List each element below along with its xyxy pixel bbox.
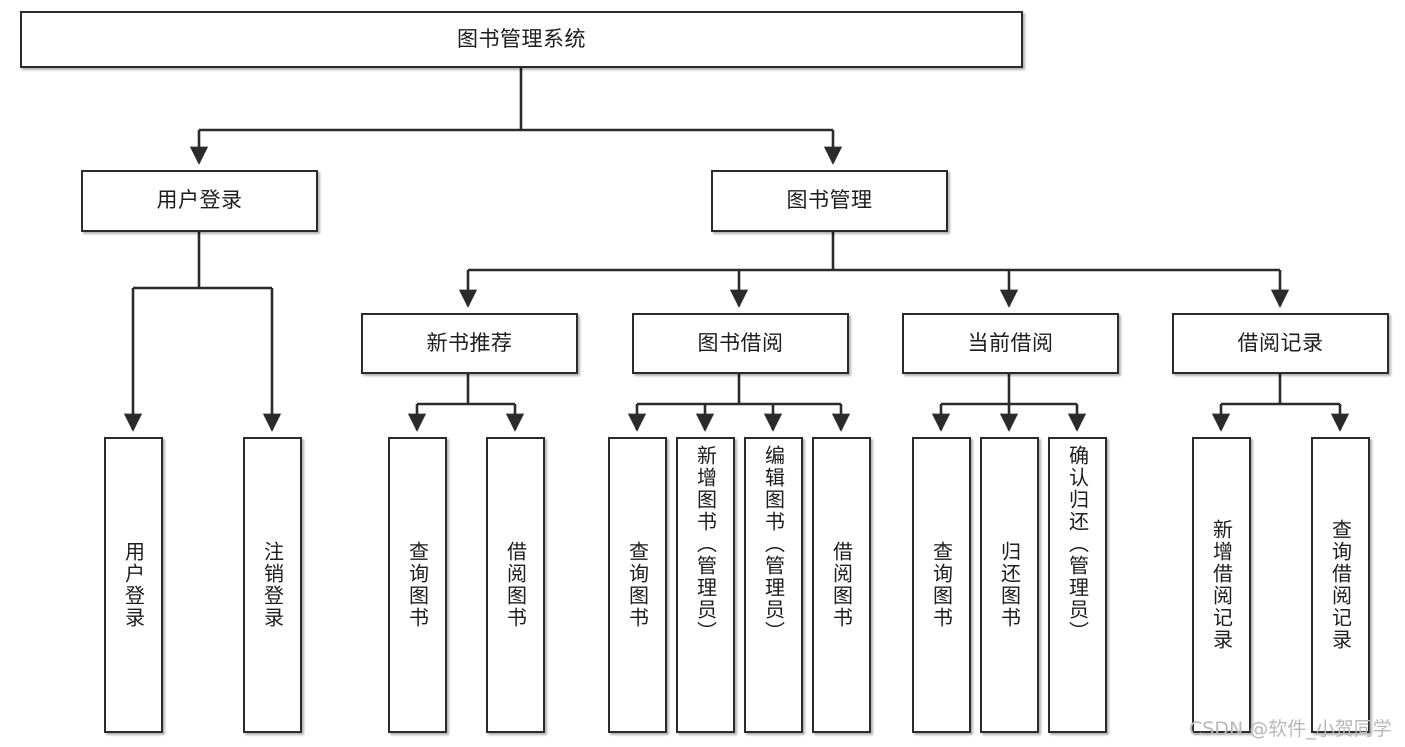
node-leaf-add-book-label: 新增图书（管理员） xyxy=(693,445,718,643)
node-book-borrow-label: 图书借阅 xyxy=(697,330,784,355)
node-borrow-record-label: 借阅记录 xyxy=(1237,330,1324,355)
node-leaf-logout-label: 注销登录 xyxy=(260,541,285,629)
node-book-borrow[interactable]: 图书借阅 xyxy=(632,313,849,374)
node-root[interactable]: 图书管理系统 xyxy=(20,11,1023,68)
node-leaf-add-record-label: 新增借阅记录 xyxy=(1209,519,1234,651)
node-user-login[interactable]: 用户登录 xyxy=(81,170,318,232)
node-leaf-query-book-3-label: 查询图书 xyxy=(929,541,954,629)
node-leaf-query-book-1[interactable]: 查询图书 xyxy=(388,437,447,733)
node-leaf-edit-book[interactable]: 编辑图书（管理员） xyxy=(744,437,803,733)
node-leaf-confirm-return-label: 确认归还（管理员） xyxy=(1065,445,1090,643)
node-current-borrow-label: 当前借阅 xyxy=(967,330,1054,355)
node-leaf-query-record-label: 查询借阅记录 xyxy=(1328,519,1353,651)
node-leaf-confirm-return[interactable]: 确认归还（管理员） xyxy=(1048,437,1107,733)
node-leaf-add-book[interactable]: 新增图书（管理员） xyxy=(676,437,735,733)
node-new-book-recommend-label: 新书推荐 xyxy=(426,330,513,355)
node-leaf-query-record[interactable]: 查询借阅记录 xyxy=(1311,437,1370,733)
node-leaf-add-record[interactable]: 新增借阅记录 xyxy=(1192,437,1251,733)
node-borrow-record[interactable]: 借阅记录 xyxy=(1172,313,1389,374)
node-root-label: 图书管理系统 xyxy=(457,26,586,51)
node-leaf-query-book-2[interactable]: 查询图书 xyxy=(608,437,667,733)
node-leaf-borrow-book-2-label: 借阅图书 xyxy=(829,541,854,629)
node-user-login-label: 用户登录 xyxy=(156,188,243,213)
node-leaf-return-book-label: 归还图书 xyxy=(997,541,1022,629)
node-new-book-recommend[interactable]: 新书推荐 xyxy=(361,313,578,374)
node-current-borrow[interactable]: 当前借阅 xyxy=(902,313,1119,374)
node-leaf-borrow-book-1-label: 借阅图书 xyxy=(503,541,528,629)
node-book-manage[interactable]: 图书管理 xyxy=(711,170,948,232)
node-leaf-edit-book-label: 编辑图书（管理员） xyxy=(761,445,786,643)
node-leaf-query-book-3[interactable]: 查询图书 xyxy=(912,437,971,733)
node-book-manage-label: 图书管理 xyxy=(786,188,873,213)
node-leaf-user-login[interactable]: 用户登录 xyxy=(104,437,163,733)
node-leaf-logout[interactable]: 注销登录 xyxy=(243,437,302,733)
node-leaf-query-book-1-label: 查询图书 xyxy=(405,541,430,629)
node-leaf-query-book-2-label: 查询图书 xyxy=(625,541,650,629)
node-leaf-user-login-label: 用户登录 xyxy=(121,541,146,629)
node-leaf-return-book[interactable]: 归还图书 xyxy=(980,437,1039,733)
node-leaf-borrow-book-2[interactable]: 借阅图书 xyxy=(812,437,871,733)
node-leaf-borrow-book-1[interactable]: 借阅图书 xyxy=(486,437,545,733)
csdn-watermark: CSDN @软件_小贺同学 xyxy=(1189,718,1392,740)
